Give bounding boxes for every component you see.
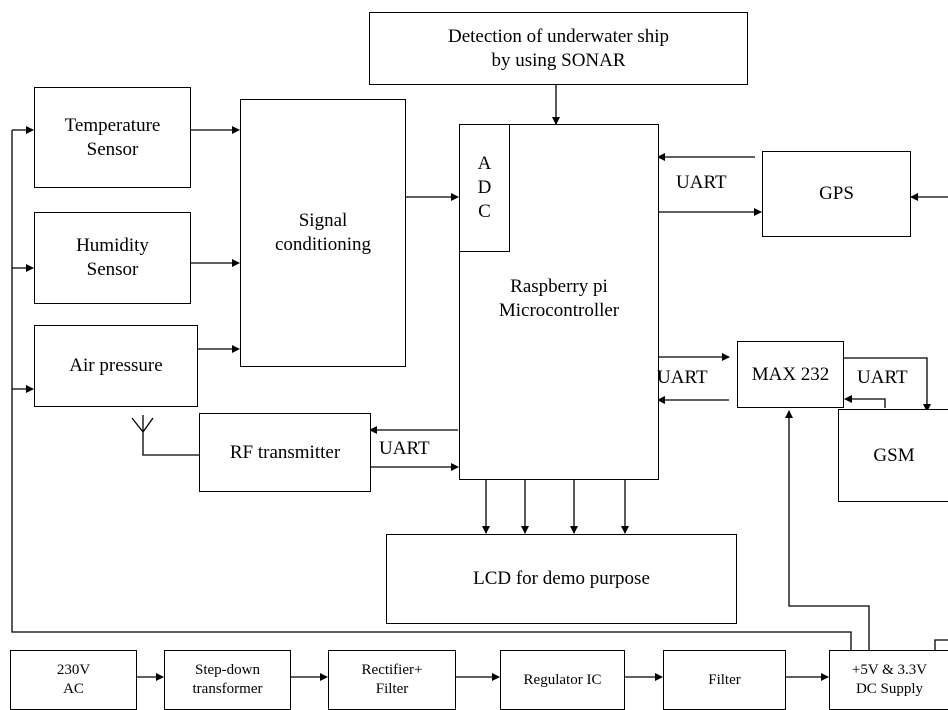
ac-230v-block: 230V AC — [10, 650, 137, 710]
temperature-sensor-block: Temperature Sensor — [34, 87, 191, 188]
gsm-to-max232-arrow — [844, 395, 886, 408]
dc-supply-block: +5V & 3.3V DC Supply — [829, 650, 948, 710]
antenna-right-element — [142, 417, 154, 433]
antenna-left-element — [131, 417, 144, 433]
gsm-block: GSM — [838, 409, 948, 502]
lcd-block: LCD for demo purpose — [386, 534, 737, 624]
max232-block: MAX 232 — [737, 341, 844, 408]
rectifier-filter-block: Rectifier+ Filter — [328, 650, 456, 710]
uart-max232-right-label: UART — [857, 367, 908, 388]
air-pressure-block: Air pressure — [34, 325, 198, 407]
gps-block: GPS — [762, 151, 911, 237]
signal-conditioning-block: Signal conditioning — [240, 99, 406, 367]
power-bus-right — [934, 639, 948, 650]
filter-block: Filter — [663, 650, 786, 710]
rf-transmitter-block: RF transmitter — [199, 413, 371, 492]
power-to-max232-arrow — [785, 410, 870, 650]
uart-rf-label: UART — [379, 438, 430, 459]
max232-to-gsm-arrow — [843, 357, 931, 412]
uart-gps-label: UART — [676, 172, 727, 193]
humidity-sensor-block: Humidity Sensor — [34, 212, 191, 304]
uart-max232-left-label: UART — [657, 367, 708, 388]
antenna-feed-line — [142, 415, 199, 456]
regulator-ic-block: Regulator IC — [500, 650, 625, 710]
stepdown-transformer-block: Step-down transformer — [164, 650, 291, 710]
adc-block: A D C — [459, 124, 510, 252]
power-bus-left — [11, 130, 852, 650]
sonar-block: Detection of underwater ship by using SO… — [369, 12, 748, 85]
